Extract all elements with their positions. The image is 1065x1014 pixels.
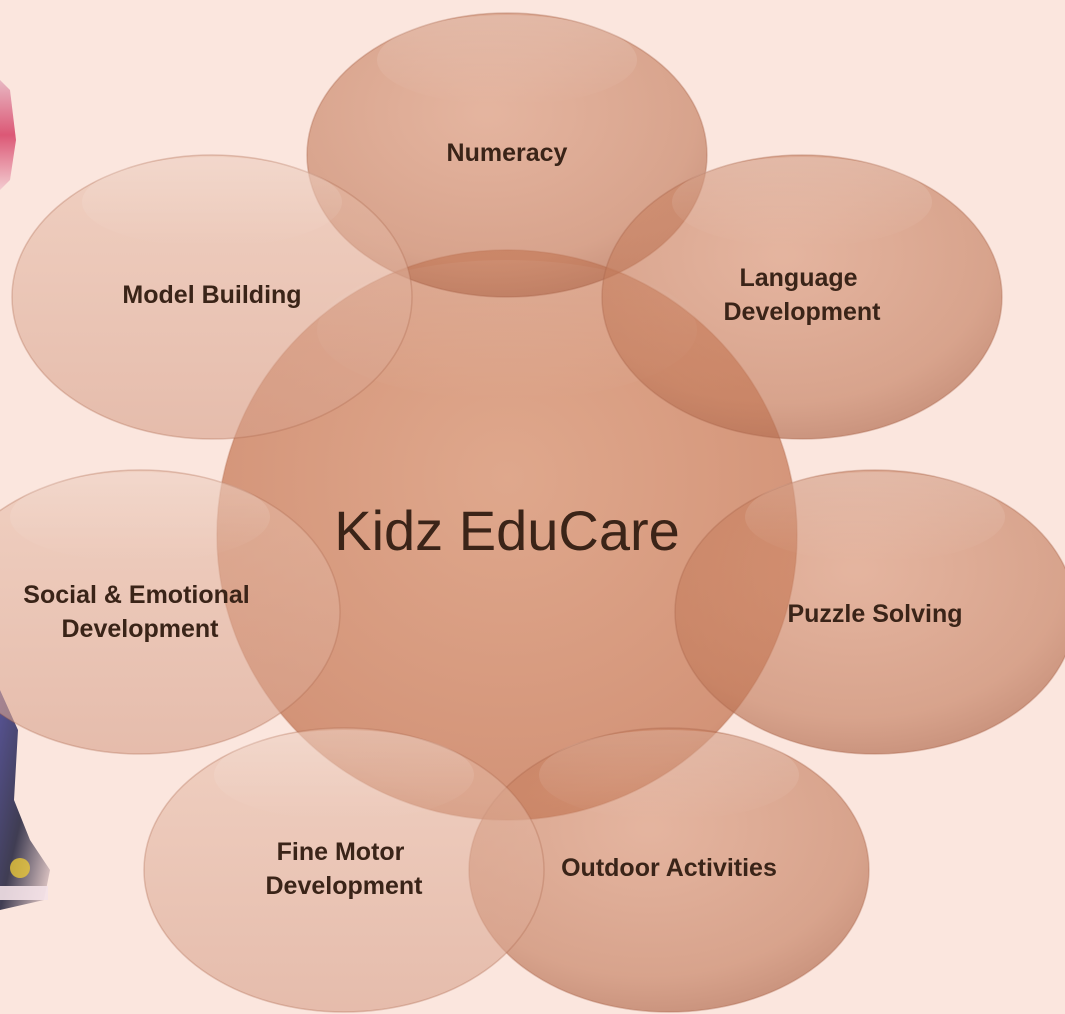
node-social-emotional-development-gloss bbox=[10, 472, 270, 562]
node-language-development-line-2: Development bbox=[724, 298, 882, 326]
node-language-development-gloss bbox=[672, 157, 932, 247]
center-gloss bbox=[317, 260, 697, 400]
node-fine-motor-development-line-1: Fine Motor bbox=[277, 838, 405, 866]
center-node: Kidz EduCare bbox=[216, 249, 798, 821]
node-social-emotional-development-label: Social & Emotional Development bbox=[23, 581, 256, 643]
photo-fragment-bottom bbox=[0, 690, 50, 910]
node-model-building: Model Building bbox=[11, 154, 413, 440]
node-outdoor-activities-label: Outdoor Activities bbox=[561, 854, 777, 882]
node-puzzle-solving-line-1: Puzzle Solving bbox=[787, 600, 962, 628]
node-social-emotional-development: Social & Emotional Development bbox=[0, 469, 341, 755]
node-social-emotional-development-line-1: Social & Emotional bbox=[23, 581, 249, 609]
node-fine-motor-development: Fine Motor Development bbox=[143, 727, 545, 1013]
node-numeracy: Numeracy bbox=[306, 12, 708, 298]
node-puzzle-solving-label: Puzzle Solving bbox=[787, 600, 962, 628]
node-language-development-line-1: Language bbox=[739, 264, 857, 292]
node-numeracy-line-1: Numeracy bbox=[447, 139, 568, 167]
node-model-building-line-1: Model Building bbox=[122, 281, 301, 309]
node-outdoor-activities-gloss bbox=[539, 730, 799, 820]
node-puzzle-solving: Puzzle Solving bbox=[674, 469, 1065, 755]
node-outdoor-activities: Outdoor Activities bbox=[468, 727, 870, 1013]
node-outdoor-activities-line-1: Outdoor Activities bbox=[561, 854, 777, 882]
node-model-building-label: Model Building bbox=[122, 281, 301, 309]
node-numeracy-label: Numeracy bbox=[447, 139, 568, 167]
center-label: Kidz EduCare bbox=[334, 499, 680, 562]
photo-fragment-top bbox=[0, 80, 16, 190]
node-puzzle-solving-gloss bbox=[745, 472, 1005, 562]
node-language-development: Language Development bbox=[601, 154, 1003, 440]
node-fine-motor-development-label: Fine Motor Development bbox=[266, 838, 424, 900]
node-social-emotional-development-line-2: Development bbox=[62, 615, 220, 643]
node-fine-motor-development-gloss bbox=[214, 730, 474, 820]
node-numeracy-gloss bbox=[377, 15, 637, 105]
node-model-building-gloss bbox=[82, 157, 342, 247]
node-language-development-label: Language Development bbox=[724, 264, 882, 326]
node-fine-motor-development-line-2: Development bbox=[266, 872, 424, 900]
